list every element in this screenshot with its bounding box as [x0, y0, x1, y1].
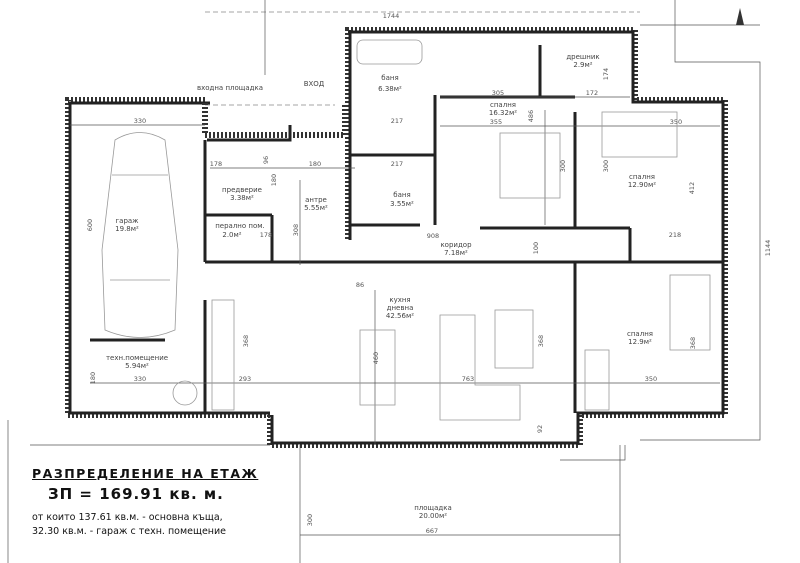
dim-label: 178: [210, 160, 222, 168]
area-kitchen-living: 42.56м²: [386, 312, 414, 320]
label-garage: гараж: [115, 217, 139, 225]
summary-title: РАЗПРЕДЕЛЕНИЕ НА ЕТАЖ: [32, 466, 259, 481]
summary-breakdown-2: 32.30 кв.м. - гараж с техн. помещение: [32, 526, 227, 537]
label-bedroom-3: спалня: [627, 330, 653, 338]
dim-label: 308: [292, 224, 300, 236]
dim-label: 368: [242, 335, 250, 347]
label-bedroom-2: спалня: [629, 173, 655, 181]
dim-label: 92: [536, 425, 544, 433]
label-wardrobe: дрешник: [566, 53, 599, 61]
rug: [494, 309, 534, 369]
area-bedroom-2: 12.90м²: [628, 181, 656, 189]
label-terrace: площадка: [414, 504, 452, 512]
dim-label: 460: [372, 352, 380, 364]
area-hall: 5.55м²: [304, 204, 328, 212]
dim-label: 1744: [383, 12, 400, 20]
summary-breakdown-1: от които 137.61 кв.м. - основна къща,: [32, 512, 223, 523]
north-arrow-icon: [736, 8, 744, 25]
boiler: [172, 380, 198, 406]
area-tech-room: 5.94м²: [125, 362, 149, 370]
dim-label: 300: [306, 514, 314, 526]
dim-label: 667: [426, 527, 438, 535]
dim-label: 368: [537, 335, 545, 347]
bed-2: [601, 111, 678, 158]
summary-total-area: ЗП = 169.91 кв. м.: [48, 485, 224, 503]
dining-table: [359, 329, 396, 406]
dim-label: 486: [527, 110, 535, 122]
dim-label: 600: [86, 219, 94, 231]
dim-label: 355: [490, 118, 502, 126]
dim-label: 300: [559, 160, 567, 172]
label-tech-room: техн.помещение: [106, 354, 168, 362]
dim-label: 763: [462, 375, 474, 383]
bed-3: [669, 274, 711, 351]
dim-label: 908: [427, 232, 439, 240]
sofa: [439, 314, 521, 421]
bathtub: [356, 39, 423, 65]
area-bathroom-1: 6.38м²: [378, 85, 402, 93]
dim-label: 86: [356, 281, 364, 289]
dimension-lines: [70, 96, 720, 536]
dim-label: 174: [602, 68, 610, 80]
label-living: дневна: [387, 304, 414, 312]
site-lines: [7, 0, 761, 563]
dim-label: 305: [492, 89, 504, 97]
room-labels: входна площадка ВХОД баня 6.38м² дрешник…: [106, 53, 656, 520]
dim-label: 368: [689, 337, 697, 349]
label-hall: антре: [305, 196, 327, 204]
label-kitchen: кухня: [389, 296, 410, 304]
dimension-labels: 1744 330 178 180 217 217 305 172 355 350…: [86, 12, 772, 535]
dim-label: 293: [239, 375, 251, 383]
area-corridor: 7.18м²: [444, 249, 468, 257]
area-bedroom-3: 12.9м²: [628, 338, 652, 346]
area-summary: РАЗПРЕДЕЛЕНИЕ НА ЕТАЖ ЗП = 169.91 кв. м.…: [32, 466, 258, 539]
dim-label: 217: [391, 160, 403, 168]
dim-label: 96: [262, 156, 270, 164]
dim-label: 100: [532, 242, 540, 254]
kitchen-counter: [211, 299, 235, 411]
dim-label: 350: [670, 118, 682, 126]
area-terrace: 20.00м²: [419, 512, 447, 520]
bed-master: [499, 132, 561, 199]
dim-label: 172: [586, 89, 598, 97]
label-bathroom-1: баня: [381, 74, 398, 82]
dim-label: 330: [134, 375, 146, 383]
area-vestibule: 3.38м²: [230, 194, 254, 202]
furniture: [101, 39, 711, 421]
dim-label: 412: [688, 182, 696, 194]
label-bedroom-master: спалня: [490, 101, 516, 109]
dim-label: 178: [260, 231, 272, 239]
label-vestibule: предверие: [222, 186, 262, 194]
area-bathroom-2: 3.55м²: [390, 200, 414, 208]
label-laundry: перално пом.: [215, 222, 265, 230]
label-entrance: ВХОД: [304, 80, 325, 88]
area-bedroom-master: 16.32м²: [489, 109, 517, 117]
dim-label: 180: [89, 372, 97, 384]
label-corridor: коридор: [440, 241, 472, 249]
dim-label: 180: [270, 174, 278, 186]
area-laundry: 2.0м²: [222, 231, 241, 239]
dim-label: 300: [602, 160, 610, 172]
dim-label: 330: [134, 117, 146, 125]
area-garage: 19.8м²: [115, 225, 139, 233]
label-bathroom-2: баня: [393, 191, 410, 199]
dim-label: 218: [669, 231, 681, 239]
area-wardrobe: 2.9м²: [573, 61, 592, 69]
desk: [584, 349, 610, 411]
dim-label: 1144: [764, 240, 772, 257]
dim-label: 350: [645, 375, 657, 383]
dim-label: 180: [309, 160, 321, 168]
dim-label: 217: [391, 117, 403, 125]
car-icon: [101, 132, 179, 338]
label-entrance-platform: входна площадка: [197, 84, 263, 92]
